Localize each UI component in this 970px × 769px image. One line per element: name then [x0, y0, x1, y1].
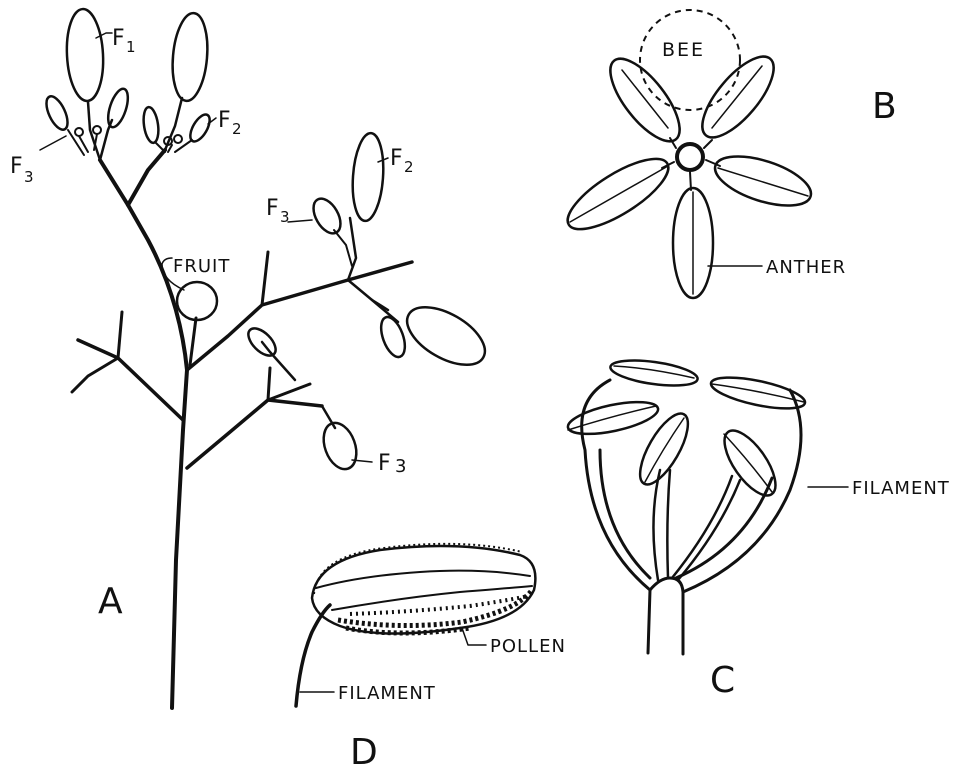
panel-d-stamen: POLLEN FILAMENT D	[296, 544, 566, 769]
panel-letter-a: A	[98, 581, 123, 622]
panel-c-stamens: FILAMENT C	[565, 356, 949, 701]
label-f2-top: F	[218, 108, 231, 133]
label-bee: BEE	[662, 39, 705, 61]
label-f2-right-sub: 2	[404, 158, 414, 176]
label-fruit: FRUIT	[173, 256, 230, 277]
label-f3-bottom: F	[378, 451, 391, 476]
panel-letter-c: C	[710, 660, 735, 701]
label-f3-left-sub: 3	[24, 168, 34, 186]
panel-a-inflorescence: F 1 F 2 F 3 F 2 F 3 FRUIT F 3 A	[10, 8, 494, 708]
panel-b-flower: BEE ANTHER B	[558, 10, 896, 298]
label-f3-left: F	[10, 154, 23, 179]
label-f3-right-sub: 3	[280, 208, 290, 226]
label-f2-right: F	[390, 146, 403, 171]
label-filament-d: FILAMENT	[338, 683, 436, 704]
label-anther: ANTHER	[766, 257, 846, 278]
label-filament-c: FILAMENT	[852, 478, 950, 499]
label-f1: F	[112, 26, 125, 51]
panel-letter-d: D	[350, 732, 378, 769]
label-f3-bottom-sub: 3	[395, 456, 406, 477]
label-f3-right: F	[266, 196, 279, 221]
label-f2-top-sub: 2	[232, 120, 242, 138]
panel-letter-b: B	[872, 86, 897, 127]
label-pollen: POLLEN	[490, 636, 566, 657]
label-f1-sub: 1	[126, 38, 136, 56]
